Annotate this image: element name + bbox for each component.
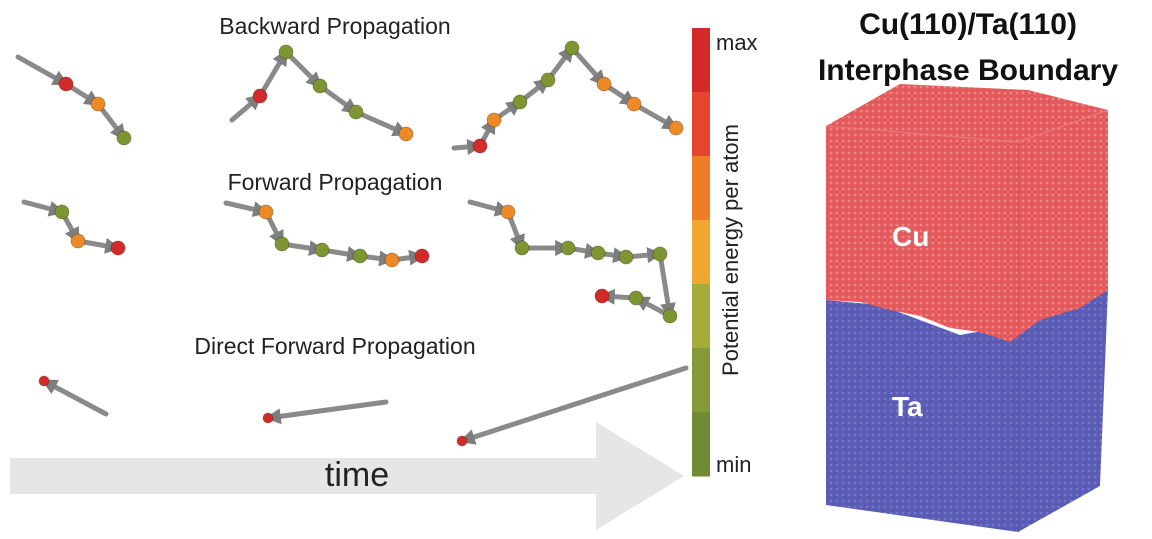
trajectory-step-arrow xyxy=(15,54,69,87)
atom-red xyxy=(110,240,126,256)
trajectory-step-arrow xyxy=(95,101,127,141)
atom-green xyxy=(348,104,364,120)
atom-green xyxy=(352,248,368,264)
atom-green xyxy=(590,245,606,261)
atom-red xyxy=(456,435,468,447)
trajectory-step-arrow xyxy=(264,399,389,425)
atom-orange xyxy=(258,204,274,220)
trajectory-step-arrow xyxy=(41,378,109,417)
atom-green xyxy=(540,72,556,88)
atom-green xyxy=(116,130,132,146)
colorbar-segment xyxy=(692,156,710,221)
atom-orange xyxy=(626,96,642,112)
trajectories xyxy=(15,40,689,447)
colorbar: max min Potential energy per atom xyxy=(692,28,758,477)
atom-green xyxy=(514,240,530,256)
interface-title-line2: Interphase Boundary xyxy=(818,54,1118,87)
colorbar-segment xyxy=(692,28,710,93)
atom-orange xyxy=(70,233,86,249)
trajectory-step-arrow xyxy=(283,49,323,89)
trajectory-step-arrow xyxy=(353,109,409,137)
trajectory-step-arrow xyxy=(317,83,359,115)
row-title-direct-forward: Direct Forward Propagation xyxy=(194,333,475,359)
cu-slab xyxy=(826,84,1108,342)
atom-orange xyxy=(500,204,516,220)
colorbar-axis-label: Potential energy per atom xyxy=(718,124,743,376)
colorbar-segment xyxy=(692,92,710,157)
atom-green xyxy=(314,242,330,258)
trajectory-step-arrow xyxy=(458,365,689,445)
time-arrow: time xyxy=(10,422,684,530)
atom-green xyxy=(628,290,644,306)
atom-orange xyxy=(384,252,400,268)
atom-green xyxy=(618,249,634,265)
atom-red xyxy=(252,88,268,104)
interface-title-line1: Cu(110)/Ta(110) xyxy=(859,8,1077,41)
cu-label: Cu xyxy=(892,221,929,252)
atom-orange xyxy=(90,96,106,112)
atom-green xyxy=(54,204,70,220)
colorbar-segment xyxy=(692,348,710,413)
atom-green xyxy=(662,308,678,324)
atom-green xyxy=(274,236,290,252)
colorbar-min-label: min xyxy=(716,452,751,477)
row-title-backward: Backward Propagation xyxy=(219,13,450,39)
atom-orange xyxy=(596,76,612,92)
colorbar-max-label: max xyxy=(716,30,758,55)
ta-slab xyxy=(826,290,1108,532)
atom-orange xyxy=(668,120,684,136)
trajectory-step-arrow xyxy=(657,251,676,320)
atom-orange xyxy=(398,126,414,142)
ta-label: Ta xyxy=(892,391,923,422)
trajectory-step-arrow xyxy=(569,45,607,87)
atom-red xyxy=(594,288,610,304)
atom-green xyxy=(312,78,328,94)
atom-green xyxy=(560,240,576,256)
atom-green xyxy=(652,246,668,262)
atom-red xyxy=(262,412,274,424)
interface-block: Cu Ta xyxy=(825,84,1109,532)
colorbar-segment xyxy=(692,284,710,349)
trajectory-step-arrow xyxy=(257,49,289,99)
atom-red xyxy=(38,375,50,387)
time-label: time xyxy=(325,456,389,494)
atom-red xyxy=(414,248,430,264)
row-title-forward: Forward Propagation xyxy=(228,169,443,195)
atom-green xyxy=(564,40,580,56)
atom-green xyxy=(278,44,294,60)
colorbar-segment xyxy=(692,412,710,477)
atom-red xyxy=(472,138,488,154)
trajectory-step-arrow xyxy=(631,101,679,131)
atom-green xyxy=(512,94,528,110)
colorbar-segment xyxy=(692,220,710,285)
atom-orange xyxy=(486,112,502,128)
atom-red xyxy=(58,76,74,92)
